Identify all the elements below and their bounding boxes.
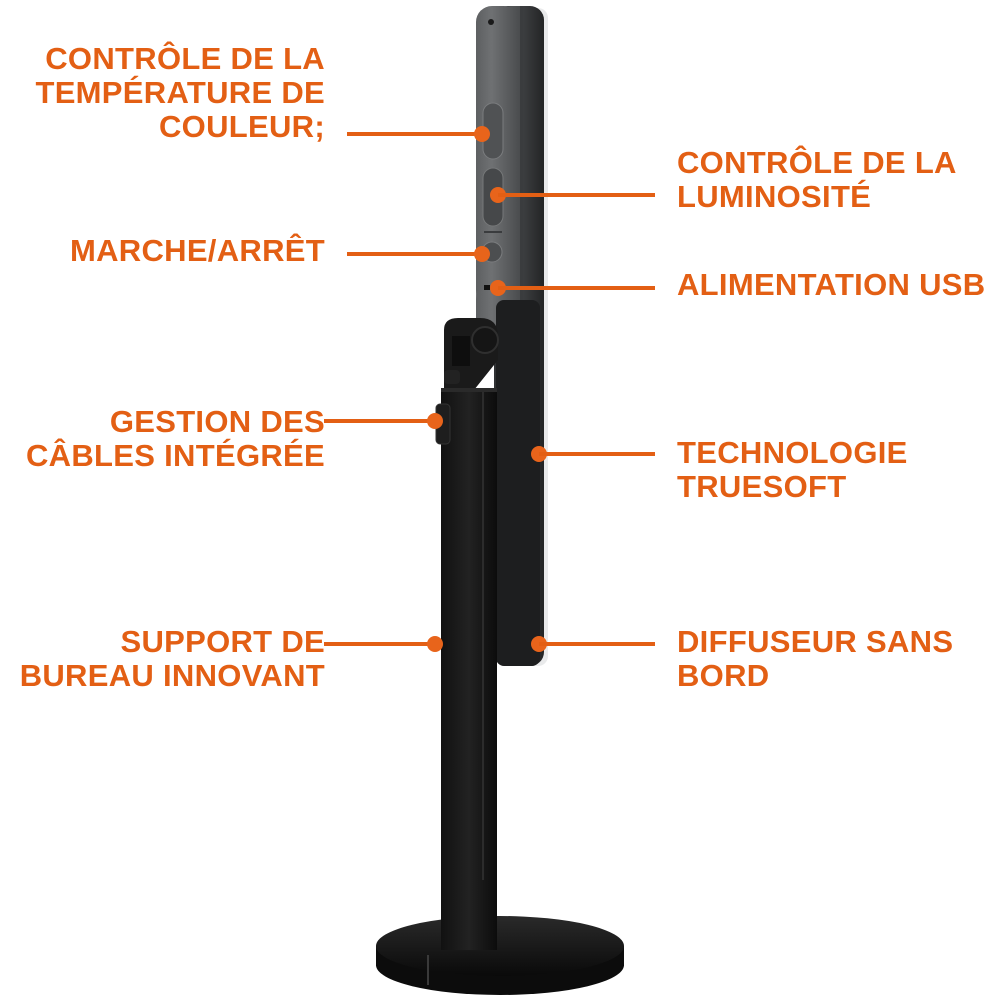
marker-dot-desk-stand: [427, 636, 443, 652]
marker-dot-power: [474, 246, 490, 262]
callout-line: SUPPORT DE: [120, 624, 325, 659]
leader-line-usb-power: [498, 286, 655, 290]
leader-line-desk-stand: [324, 642, 434, 646]
callout-line: GESTION DES: [109, 404, 325, 439]
callout-usb-power: ALIMENTATION USB: [677, 268, 985, 302]
hinge-bracket: [444, 318, 499, 410]
callout-line: TECHNOLOGIE: [677, 435, 908, 470]
callout-cable-management: GESTION DES CÂBLES INTÉGRÉE: [26, 405, 325, 473]
leader-line-power: [347, 252, 482, 256]
callout-line: CONTRÔLE DE LA: [45, 41, 325, 76]
callout-line: LUMINOSITÉ: [677, 179, 872, 214]
callout-diffuser: DIFFUSEUR SANS BORD: [677, 625, 953, 693]
callout-color-temperature: CONTRÔLE DE LA TEMPÉRATURE DE COULEUR;: [35, 42, 325, 144]
callout-line: BUREAU INNOVANT: [19, 658, 325, 693]
marker-dot-color-temperature: [474, 126, 490, 142]
callout-brightness: CONTRÔLE DE LA LUMINOSITÉ: [677, 146, 957, 214]
leader-line-color-temperature: [347, 132, 482, 136]
leader-line-diffuser: [539, 642, 655, 646]
callout-line: ALIMENTATION USB: [677, 267, 986, 302]
leader-line-brightness: [498, 193, 655, 197]
callout-line: BORD: [677, 658, 770, 693]
leader-line-truesoft: [539, 452, 655, 456]
callout-line: DIFFUSEUR SANS: [677, 624, 954, 659]
callout-line: MARCHE/ARRÊT: [69, 233, 325, 268]
callout-truesoft: TECHNOLOGIE TRUESOFT: [677, 436, 908, 504]
callout-line: COULEUR;: [159, 109, 325, 144]
callout-power: MARCHE/ARRÊT: [70, 234, 325, 268]
stand-pole: [435, 388, 497, 948]
stand-base: [376, 880, 624, 995]
callout-line: CONTRÔLE DE LA: [677, 145, 957, 180]
leader-line-cable-management: [324, 419, 434, 423]
callout-line: CÂBLES INTÉGRÉE: [25, 438, 325, 473]
callout-line: TRUESOFT: [677, 469, 847, 504]
callout-line: TEMPÉRATURE DE: [35, 75, 325, 110]
marker-dot-cable-management: [427, 413, 443, 429]
callout-desk-stand: SUPPORT DE BUREAU INNOVANT: [20, 625, 325, 693]
